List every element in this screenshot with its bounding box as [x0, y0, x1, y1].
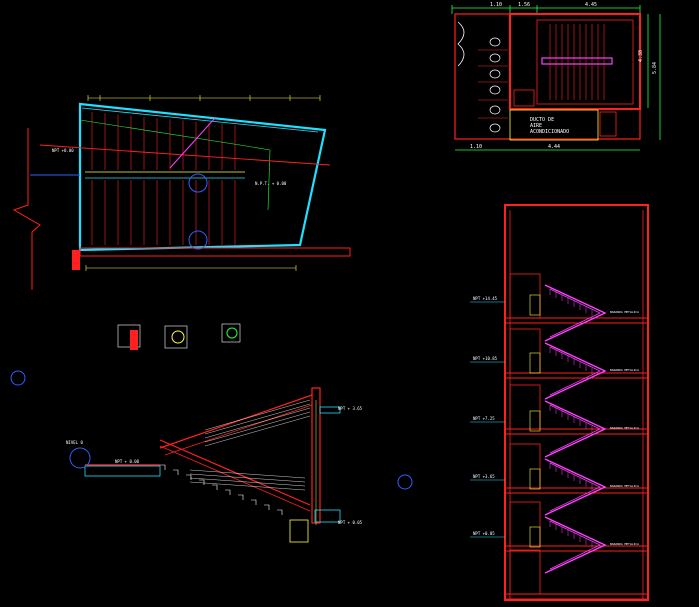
section-level-4: NPT +0.05	[473, 531, 495, 536]
section-level-2: NPT +7.25	[473, 416, 495, 421]
section-marker-2	[188, 230, 208, 250]
section-note-1: BARANDA METALICA	[610, 368, 639, 372]
elevation-bottom-label: NPT + 0.05	[338, 520, 363, 525]
plan-dim-top-2: 1.56	[518, 2, 530, 8]
plan-title-line-2: AIRE	[530, 123, 542, 129]
stair-elevation: NPT + 3.65 NPT + 0.05 NIVEL 0 NPT + 0.00	[66, 387, 363, 543]
plan-title-line-1: DUCTO DE	[530, 117, 554, 123]
top-right-floor-plan: 1.10 1.56 4.45 DUCTO	[451, 2, 661, 151]
plan-dim-right-1: 4.38	[638, 50, 644, 62]
detail-symbols	[10, 323, 413, 490]
section-note-2: BARANDA METALICA	[610, 426, 639, 430]
elevation-left-label: NIVEL 0	[66, 440, 83, 445]
plan-dim-bottom: 4.44	[548, 144, 560, 150]
section-level-1: NPT +10.85	[473, 356, 498, 361]
plan-dim-right-2: 5.84	[652, 62, 658, 74]
elevation-top-label: NPT + 3.65	[338, 406, 363, 411]
plan-level-label: NPT +0.00	[52, 148, 74, 153]
section-note-4: BARANDA METALICA	[610, 542, 639, 546]
plan-dim-top-3: 4.45	[585, 2, 597, 8]
section-level-3: NPT +3.65	[473, 474, 495, 479]
section-level-0: NPT +14.45	[473, 296, 498, 301]
section-note-3: BARANDA METALICA	[610, 484, 639, 488]
section-marker-1	[188, 173, 208, 193]
plan-title-line-3: ACONDICIONADO	[530, 129, 569, 135]
plan-dim-top-1: 1.10	[490, 2, 502, 8]
elevation-marker	[69, 447, 91, 469]
plan-dim-left-bottom: 1.10	[470, 144, 482, 150]
plan-note: N.P.T. + 0.00	[255, 181, 287, 186]
elevation-note: NPT + 0.00	[115, 459, 140, 464]
section-note-0: BARANDA METALICA	[610, 310, 639, 314]
stair-plan-view: NPT +0.00 N.P.T. + 0.00	[12, 95, 351, 290]
